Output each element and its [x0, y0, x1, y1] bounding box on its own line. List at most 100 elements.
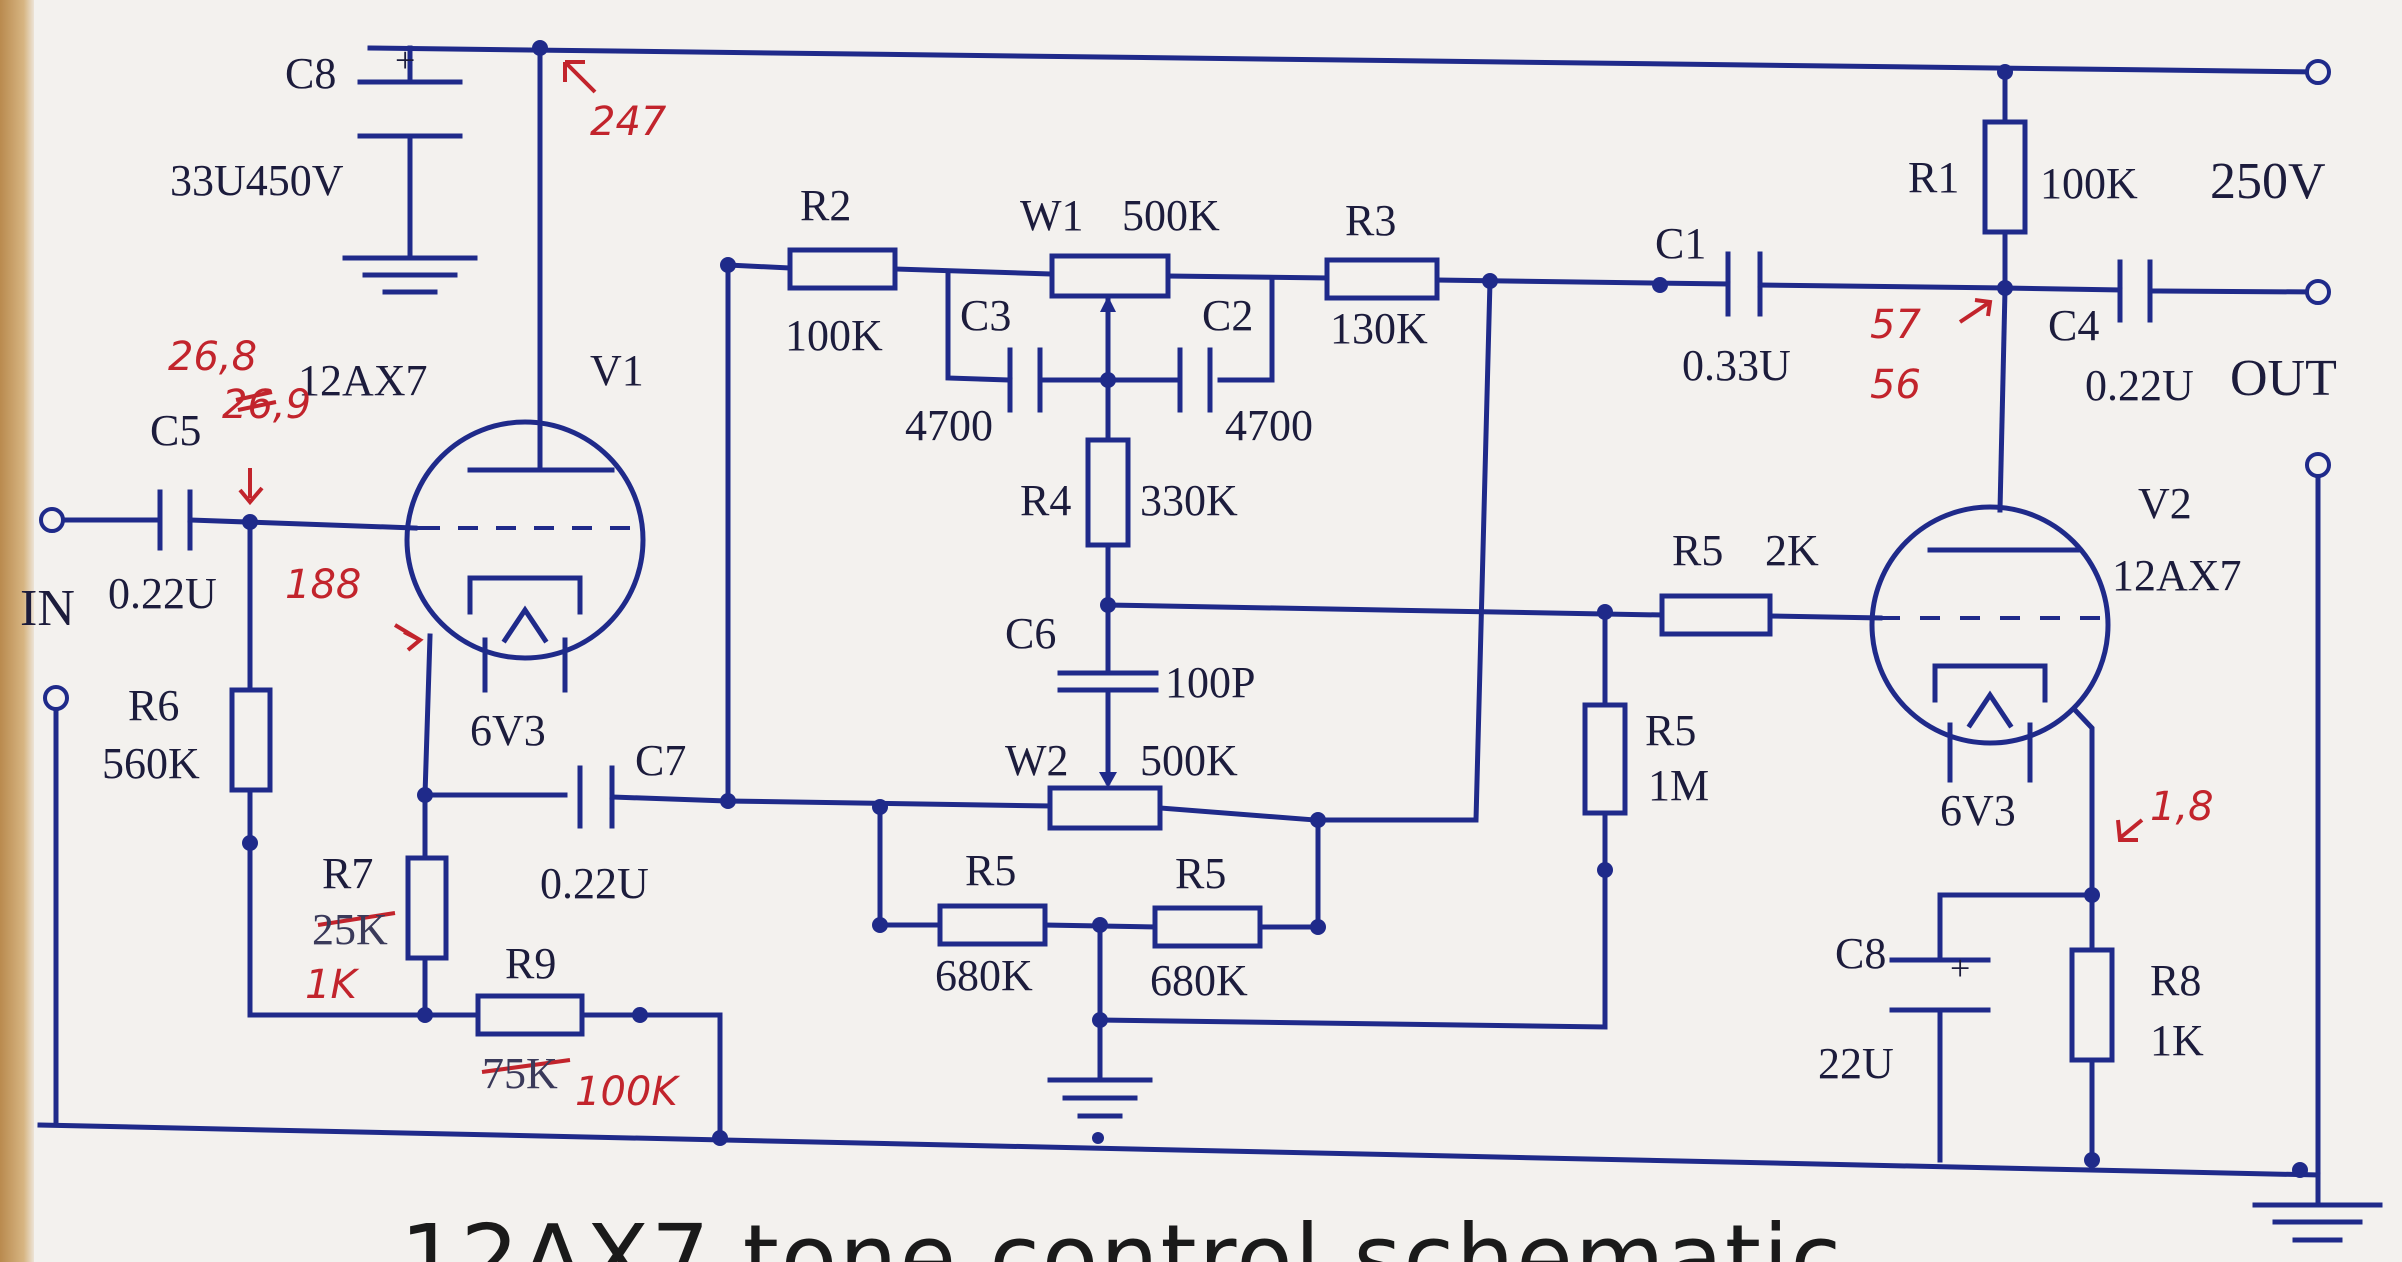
note-r9-new: 100K — [575, 1069, 680, 1115]
c3-capacitor — [1007, 347, 1043, 413]
c7-value: 0.22U — [540, 859, 649, 908]
r3-value: 130K — [1330, 304, 1428, 353]
r2-label: R2 — [800, 181, 851, 230]
r9-resistor — [475, 993, 585, 1037]
r1-value: 100K — [2040, 159, 2138, 208]
c5-value: 0.22U — [108, 569, 217, 618]
w1-potentiometer — [1049, 253, 1171, 299]
c8-top-capacitor: + — [357, 40, 463, 139]
r7-value: 25K — [312, 905, 388, 954]
r3-resistor — [1324, 257, 1440, 301]
w2-label: W2 — [1005, 736, 1069, 785]
c4-label: C4 — [2048, 301, 2099, 350]
in-label: IN — [20, 580, 75, 637]
c1-capacitor — [1725, 251, 1763, 317]
r6-value: 560K — [102, 739, 200, 788]
v2-label: V2 — [2138, 479, 2192, 528]
c8-bottom-capacitor: + — [1889, 948, 1991, 1013]
schematic-title: 12AX7 tone control schematic — [400, 1205, 1843, 1262]
c8-top-value: 33U450V — [170, 156, 344, 205]
r8-label: R8 — [2150, 956, 2201, 1005]
w1-value: 500K — [1122, 191, 1220, 240]
v1-tube — [404, 419, 646, 693]
r5b-resistor — [1152, 905, 1263, 949]
r5b-label: R5 — [1175, 849, 1226, 898]
c8-top-label: C8 — [285, 49, 336, 98]
c8-bottom-value: 22U — [1818, 1039, 1894, 1088]
r5a-value: 680K — [935, 951, 1033, 1000]
handwritten-notes: 247 26,8 26,9 188 1K 100K 57 56 1,8 — [168, 99, 2214, 1115]
r5d-value: 1M — [1648, 761, 1709, 810]
c7-capacitor — [577, 765, 615, 829]
w2-potentiometer — [1047, 785, 1163, 831]
component-labels: C8 33U450V 12AX7 V1 6V3 C5 0.22U IN R6 5… — [20, 49, 2337, 1098]
r3-label: R3 — [1345, 196, 1396, 245]
r8-resistor — [2069, 947, 2115, 1063]
photo-edge — [0, 0, 34, 1262]
r6-label: R6 — [128, 681, 179, 730]
r5a-label: R5 — [965, 846, 1016, 895]
c2-value: 4700 — [1225, 401, 1313, 450]
c5-capacitor — [157, 489, 193, 551]
v2-heater-label: 6V3 — [1940, 786, 2016, 835]
w1-label: W1 — [1020, 191, 1084, 240]
note-v1-cathode: 188 — [285, 562, 361, 608]
r5c-value: 2K — [1765, 526, 1819, 575]
c6-value: 100P — [1165, 658, 1255, 707]
ground-symbol-right — [2252, 1202, 2383, 1243]
in-terminal-bottom — [43, 685, 69, 711]
b-plus-terminal — [2305, 59, 2331, 85]
svg-text:+: + — [395, 40, 415, 80]
note-v2-cathode: 1,8 — [2150, 784, 2214, 830]
r5c-label: R5 — [1672, 526, 1723, 575]
red-annotation-marks — [235, 60, 2144, 1074]
r7-resistor — [405, 855, 449, 961]
v1-heater-label: 6V3 — [470, 706, 546, 755]
svg-text:+: + — [1950, 948, 1970, 988]
c8-bottom-label: C8 — [1835, 929, 1886, 978]
r5b-value: 680K — [1150, 956, 1248, 1005]
wires — [37, 45, 2321, 1208]
r7-label: R7 — [322, 849, 373, 898]
out-terminal — [2305, 279, 2331, 305]
c4-capacitor — [2117, 259, 2153, 323]
r8-value: 1K — [2150, 1016, 2204, 1065]
note-v1-grid-new: 26,8 — [168, 334, 257, 380]
r2-value: 100K — [785, 311, 883, 360]
r5c-resistor — [1659, 593, 1773, 637]
r4-resistor — [1085, 437, 1131, 548]
c2-capacitor — [1177, 347, 1213, 413]
v1-label: V1 — [590, 346, 644, 395]
r1-label: R1 — [1908, 153, 1959, 202]
r1-resistor — [1982, 119, 2028, 235]
b-plus-label: 250V — [2210, 153, 2326, 210]
v2-type-label: 12AX7 — [2112, 551, 2242, 600]
c6-capacitor — [1057, 670, 1159, 693]
r4-value: 330K — [1140, 476, 1238, 525]
c3-value: 4700 — [905, 401, 993, 450]
c2-label: C2 — [1202, 291, 1253, 340]
junction-dots — [242, 40, 2308, 1178]
r5d-label: R5 — [1645, 706, 1696, 755]
c1-value: 0.33U — [1682, 341, 1791, 390]
c6-label: C6 — [1005, 609, 1056, 658]
note-r7-new: 1K — [305, 962, 359, 1008]
r2-resistor — [787, 247, 898, 291]
note-v2-plate-b: 56 — [1870, 362, 1921, 408]
c5-label: C5 — [150, 406, 201, 455]
ground-symbol-top — [342, 255, 478, 295]
note-v2-plate-a: 57 — [1870, 302, 1921, 348]
in-terminal-top — [39, 507, 65, 533]
note-v1-grid-old: 26,9 — [222, 382, 311, 428]
r9-value: 75K — [482, 1049, 558, 1098]
v2-tube — [1869, 504, 2111, 783]
r5a-resistor — [937, 903, 1048, 947]
r6-resistor — [229, 687, 273, 793]
out-ground-terminal — [2305, 452, 2331, 478]
r4-label: R4 — [1020, 476, 1071, 525]
c3-label: C3 — [960, 291, 1011, 340]
r5d-resistor — [1582, 702, 1628, 816]
w2-value: 500K — [1140, 736, 1238, 785]
r9-label: R9 — [505, 939, 556, 988]
